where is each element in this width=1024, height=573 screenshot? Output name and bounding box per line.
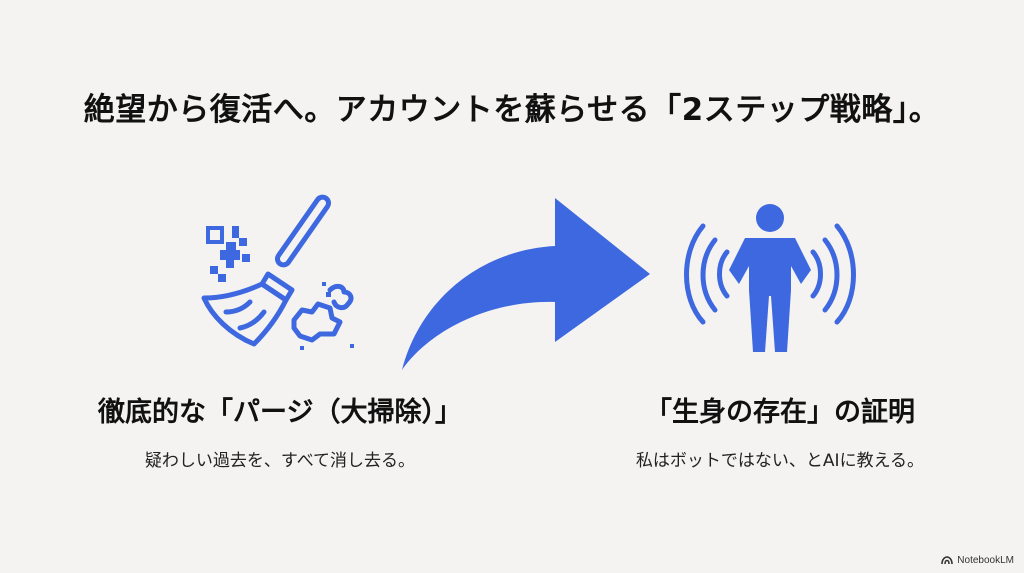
step-1-description: 疑わしい過去を、すべて消し去る。 bbox=[144, 451, 416, 471]
curved-arrow-right-icon bbox=[402, 198, 650, 370]
step-2-description: 私はボットではない、とAIに教える。 bbox=[635, 451, 925, 471]
broom-icon bbox=[201, 194, 354, 350]
step-1-heading: 徹底的な「パージ（大掃除）」 bbox=[98, 397, 462, 428]
step-2-heading: 「生身の存在」の証明 bbox=[645, 397, 915, 428]
watermark-label: NotebookLM bbox=[957, 555, 1014, 566]
notebooklm-watermark: NotebookLM bbox=[941, 555, 1014, 566]
person-signal-icon bbox=[684, 204, 856, 352]
slide-title: 絶望から復活へ。アカウントを蘇らせる「2ステップ戦略」。 bbox=[83, 92, 941, 128]
notebooklm-logo-icon bbox=[941, 556, 954, 565]
